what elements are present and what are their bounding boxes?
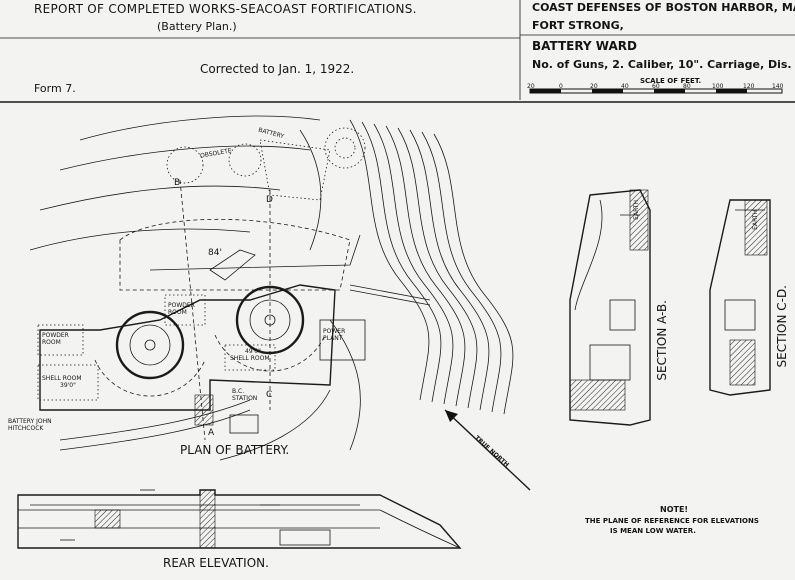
section-ab-drawing bbox=[569, 189, 651, 426]
form-number: Form 7. bbox=[34, 82, 76, 95]
report-title: REPORT OF COMPLETED WORKS-SEACOAST FORTI… bbox=[34, 2, 417, 16]
section-cd-title: SECTION C-D. bbox=[775, 285, 789, 368]
shell-room-label: SHELL ROOM bbox=[42, 375, 82, 382]
earth-label: EARTH bbox=[633, 200, 640, 220]
coast-defenses-title: COAST DEFENSES OF BOSTON HARBOR, MASS. bbox=[532, 1, 795, 14]
powder-room-label: POWDER ROOM bbox=[168, 302, 195, 316]
dimension-label: 84' bbox=[208, 248, 222, 258]
earth-label: EARTH bbox=[752, 210, 759, 230]
rear-elevation-title: REAR ELEVATION. bbox=[163, 556, 269, 570]
rear-elevation-drawing bbox=[17, 489, 462, 549]
battery-plan bbox=[37, 179, 431, 461]
powder-room-label: POWDER ROOM bbox=[42, 332, 69, 346]
dimension-label: 39'0" bbox=[60, 382, 76, 389]
dimension-label: 49'0" bbox=[245, 348, 261, 355]
scale-tick: 100 bbox=[712, 83, 724, 90]
section-ab-title: SECTION A-B. bbox=[655, 300, 669, 381]
scale-tick: 80 bbox=[683, 83, 691, 90]
scale-tick: 0 bbox=[559, 83, 563, 90]
power-plant-label: POWER PLANT bbox=[323, 328, 346, 342]
elevation-marks bbox=[60, 489, 280, 541]
obsolete-battery bbox=[166, 127, 366, 201]
bc-station-label: B.C. STATION bbox=[232, 388, 258, 402]
section-marker-b: B bbox=[174, 178, 181, 188]
scale-tick: 40 bbox=[621, 83, 629, 90]
scale-tick: 60 bbox=[652, 83, 660, 90]
scale-tick: 120 bbox=[743, 83, 755, 90]
battery-name: BATTERY WARD bbox=[532, 39, 637, 53]
note-line-2: IS MEAN LOW WATER. bbox=[610, 527, 696, 535]
contour-lines bbox=[29, 115, 514, 451]
battery-hitchcock-label: BATTERY JOHN HITCHCOCK bbox=[8, 418, 52, 432]
section-marker-a: A bbox=[208, 428, 215, 438]
scale-tick: 20 bbox=[527, 83, 535, 90]
guns-info: No. of Guns, 2. Caliber, 10". Carriage, … bbox=[532, 58, 792, 71]
note-line-1: THE PLANE OF REFERENCE FOR ELEVATIONS bbox=[585, 517, 759, 525]
fort-name: FORT STRONG, bbox=[532, 19, 624, 32]
plan-type: (Battery Plan.) bbox=[157, 20, 237, 33]
section-marker-d: D bbox=[266, 195, 273, 205]
scale-bar bbox=[529, 88, 783, 94]
corrected-date: Corrected to Jan. 1, 1922. bbox=[200, 62, 355, 76]
section-cd-drawing bbox=[709, 199, 771, 396]
scale-tick: 140 bbox=[772, 83, 784, 90]
shell-room-label: SHELL ROOM bbox=[230, 355, 270, 362]
section-marker-c: C bbox=[266, 390, 273, 400]
scale-tick: 20 bbox=[590, 83, 598, 90]
plan-title: PLAN OF BATTERY. bbox=[180, 443, 290, 457]
north-arrow bbox=[444, 409, 531, 491]
scale-title: SCALE OF FEET. bbox=[640, 77, 702, 85]
note-title: NOTE! bbox=[660, 505, 689, 514]
